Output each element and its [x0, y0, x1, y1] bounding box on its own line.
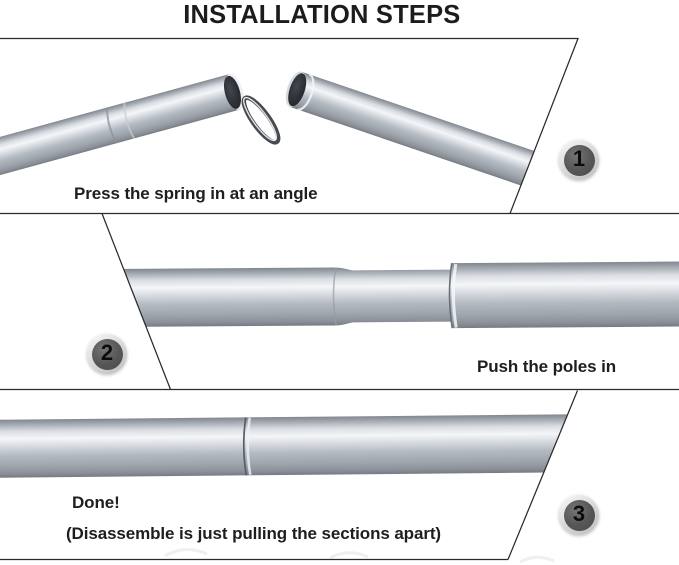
step1-caption: Press the spring in at an angle: [74, 184, 318, 203]
step1-number: 1: [572, 146, 586, 171]
watermark-swooshes: [164, 548, 555, 564]
pole-taper-line: [332, 267, 337, 326]
step3-pole-group: [0, 414, 577, 478]
step1-right-pole: [285, 71, 578, 204]
pole-body: [288, 71, 578, 204]
pole-swage-highlight: [123, 102, 135, 139]
badge-disc: 3: [563, 499, 595, 531]
pole-joint-seam: [242, 417, 248, 476]
watermark-swoosh: [164, 548, 208, 558]
step2-caption: Push the poles in: [477, 357, 617, 376]
step3-caption: Done!: [72, 493, 120, 512]
step3-number-badge: 3: [559, 495, 599, 535]
outer-pole-mouth-edge: [448, 263, 454, 329]
spring-clip-highlight: [243, 96, 277, 142]
badge-disc: 2: [91, 338, 123, 370]
outer-pole-mouth-highlight: [452, 263, 458, 328]
step1-left-pole: [0, 73, 244, 178]
divider-step1-top: [0, 37, 579, 214]
step2-number-badge: 2: [87, 334, 127, 374]
pole-joint-highlight: [246, 417, 252, 476]
step3-illustration: [0, 414, 577, 478]
divider-step2-left: [101, 213, 172, 390]
step2-number: 2: [100, 340, 114, 365]
divider-step3-right: [507, 390, 579, 560]
pole-opening: [288, 73, 307, 107]
panel-dividers: [0, 37, 679, 561]
step1-illustration: [0, 71, 578, 204]
step3-subcaption: (Disassemble is just pulling the section…: [66, 524, 441, 543]
step2-pole-group: [102, 261, 679, 329]
pole-mouth-crescent: [297, 73, 315, 111]
pole-swage-ridge: [106, 107, 118, 144]
watermark-swoosh: [329, 551, 369, 560]
outer-pole-section: [451, 261, 679, 329]
page-title: INSTALLATION STEPS: [183, 0, 461, 29]
pole-body: [0, 73, 241, 178]
step1-number-badge: 1: [559, 140, 599, 180]
assembled-pole: [0, 414, 577, 478]
pole-opening: [223, 75, 241, 109]
inner-pole-section: [102, 267, 453, 328]
step2-illustration: [102, 261, 679, 329]
step3-number: 3: [572, 501, 586, 526]
badge-disc: 1: [563, 144, 595, 176]
watermark-swoosh: [519, 555, 555, 564]
